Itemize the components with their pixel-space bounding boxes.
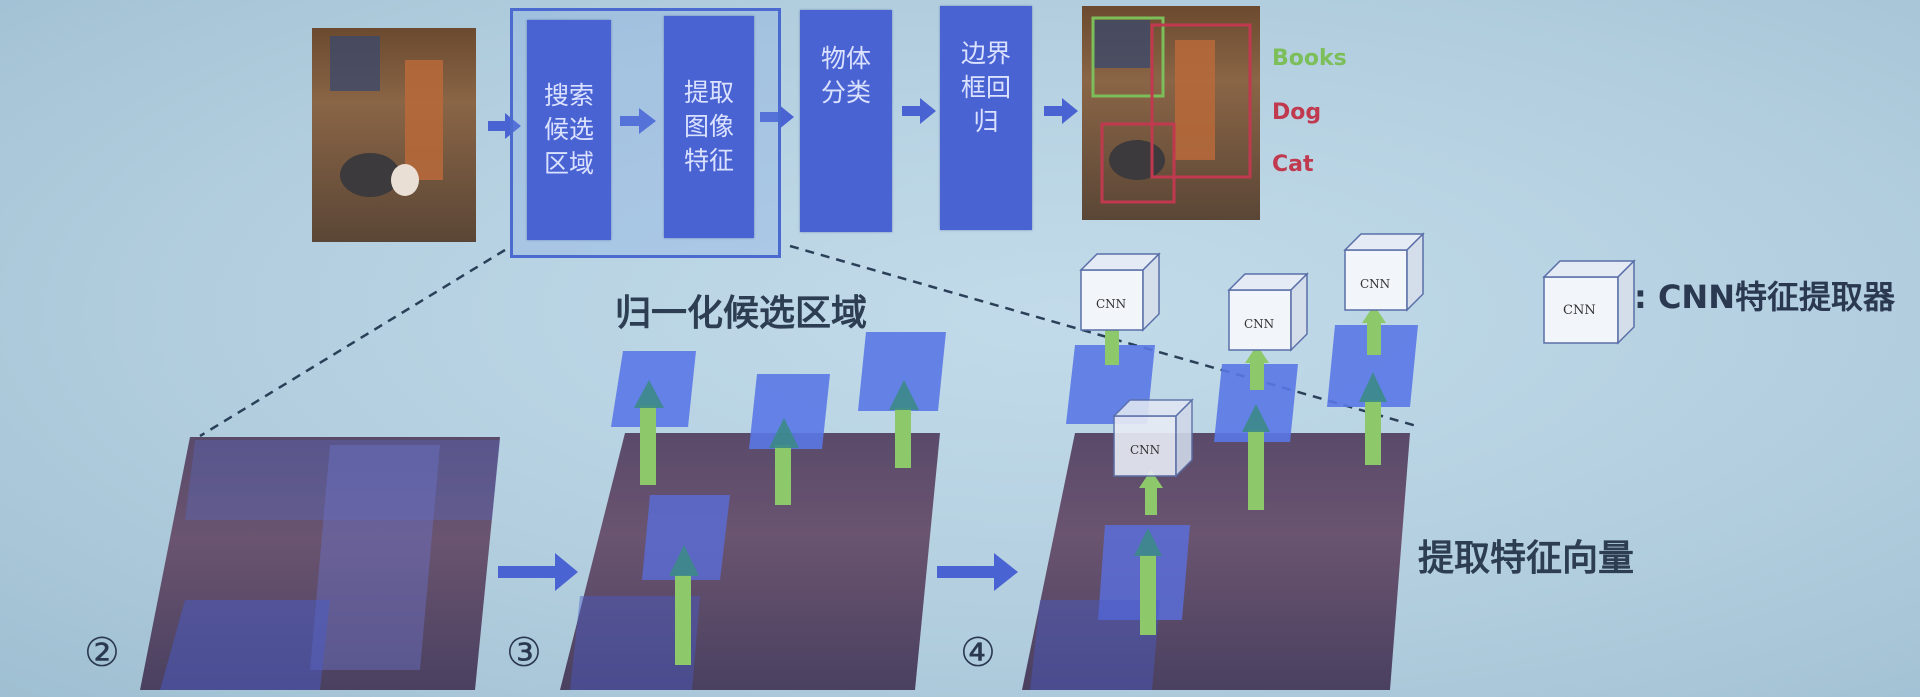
input-photo (312, 28, 476, 242)
legend-cnn-cube (1542, 259, 1636, 345)
cnn-cube (1079, 252, 1161, 332)
cnn-cube (1343, 232, 1425, 312)
step-number-4: ④ (960, 630, 996, 676)
cnn-cubes (1079, 232, 1636, 478)
step-classify: 物体 分类 (800, 10, 892, 232)
panel-3 (560, 332, 946, 690)
cnn-cube (1112, 398, 1194, 478)
books-bbox (1091, 16, 1165, 98)
step-search-regions: 搜索 候选 区域 (527, 20, 611, 240)
step-number-3: ③ (506, 630, 542, 676)
cnn-label: CNN (1096, 297, 1127, 311)
legend-cnn-label: CNN (1563, 303, 1596, 318)
step-extract-features-label: 提取 图像 特征 (683, 78, 734, 175)
cnn-label: CNN (1360, 277, 1391, 291)
cnn-label: CNN (1244, 317, 1275, 331)
cnn-label: CNN (1130, 443, 1161, 457)
label-books: Books (1272, 46, 1347, 71)
step-bbox-regression: 边界 框回 归 (940, 6, 1032, 230)
cat-bbox (1100, 122, 1176, 204)
caption-extract-vectors: 提取特征向量 (1418, 538, 1635, 579)
legend-caption: : CNN特征提取器 (1634, 278, 1895, 316)
panel-4 (1022, 300, 1418, 690)
label-cat: Cat (1272, 152, 1314, 177)
step-extract-features: 提取 图像 特征 (664, 16, 754, 238)
dog-bbox (1150, 23, 1252, 179)
output-photo (1082, 6, 1260, 220)
step-search-regions-label: 搜索 候选 区域 (543, 81, 594, 178)
step-number-2: ② (84, 630, 120, 676)
panel-arrows (498, 553, 1018, 591)
cnn-cube (1227, 272, 1309, 352)
label-dog: Dog (1272, 100, 1322, 125)
caption-normalize-regions: 归一化候选区域 (615, 293, 868, 334)
panel-2 (140, 437, 500, 690)
step-classify-label: 物体 分类 (820, 44, 871, 107)
step-bbox-regression-label: 边界 框回 归 (960, 39, 1011, 136)
